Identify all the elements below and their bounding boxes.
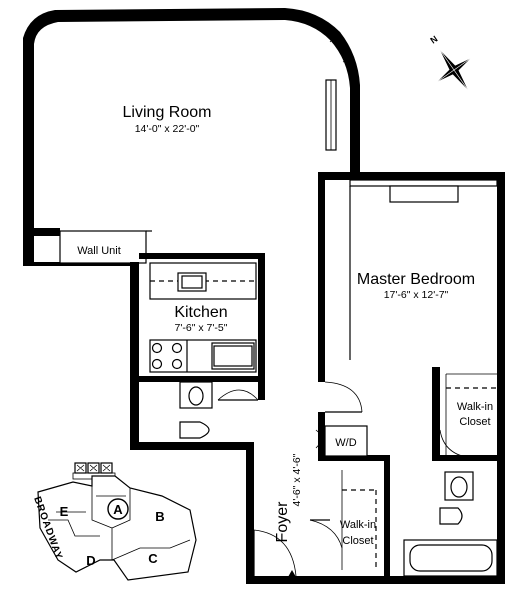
bedroom-closet-label-1: Walk-in bbox=[457, 401, 493, 413]
key-unit-b: B bbox=[155, 509, 164, 524]
wall-unit bbox=[59, 230, 152, 264]
kitchen-walls bbox=[130, 253, 265, 582]
foyer-closet bbox=[309, 470, 377, 570]
bedroom-dims: 17'-6" x 12'-7" bbox=[384, 289, 449, 301]
foyer-closet-label-2: Closet bbox=[342, 535, 373, 547]
compass-north-label: N bbox=[428, 34, 439, 46]
living-room-name: Living Room bbox=[123, 104, 212, 121]
bedroom-window bbox=[349, 179, 498, 360]
bedroom-name: Master Bedroom bbox=[357, 271, 475, 288]
bedroom-closet-label-2: Closet bbox=[459, 416, 490, 428]
key-unit-e: E bbox=[60, 504, 69, 519]
washer-dryer bbox=[315, 425, 368, 457]
entry-door bbox=[253, 529, 297, 577]
key-plan bbox=[37, 462, 197, 581]
wd-label: W/D bbox=[335, 437, 356, 449]
stove-icon bbox=[151, 342, 183, 370]
key-unit-a: A bbox=[113, 502, 123, 517]
key-unit-c: C bbox=[148, 551, 158, 566]
key-unit-d: D bbox=[86, 553, 95, 568]
kitchen-counters bbox=[149, 262, 257, 373]
wall-unit-label: Wall Unit bbox=[77, 245, 121, 257]
foyer-dims: 4'-6" x 4'-6" bbox=[291, 453, 303, 506]
entry-arrow-icon bbox=[284, 570, 300, 584]
kitchen-dims: 7'-6" x 7'-5" bbox=[175, 322, 228, 334]
bedroom-closet bbox=[439, 373, 497, 459]
ensuite-fixtures bbox=[403, 471, 498, 577]
bedroom-door-swing bbox=[324, 381, 363, 413]
living-room-walls bbox=[23, 8, 360, 266]
compass-icon bbox=[437, 50, 471, 90]
living-room-dims: 14'-0" x 22'-0" bbox=[135, 123, 200, 135]
foyer-closet-label-1: Walk-in bbox=[340, 519, 376, 531]
foyer-name: Foyer bbox=[274, 501, 291, 543]
kitchen-name: Kitchen bbox=[174, 304, 227, 321]
bath-fixtures bbox=[179, 381, 259, 439]
